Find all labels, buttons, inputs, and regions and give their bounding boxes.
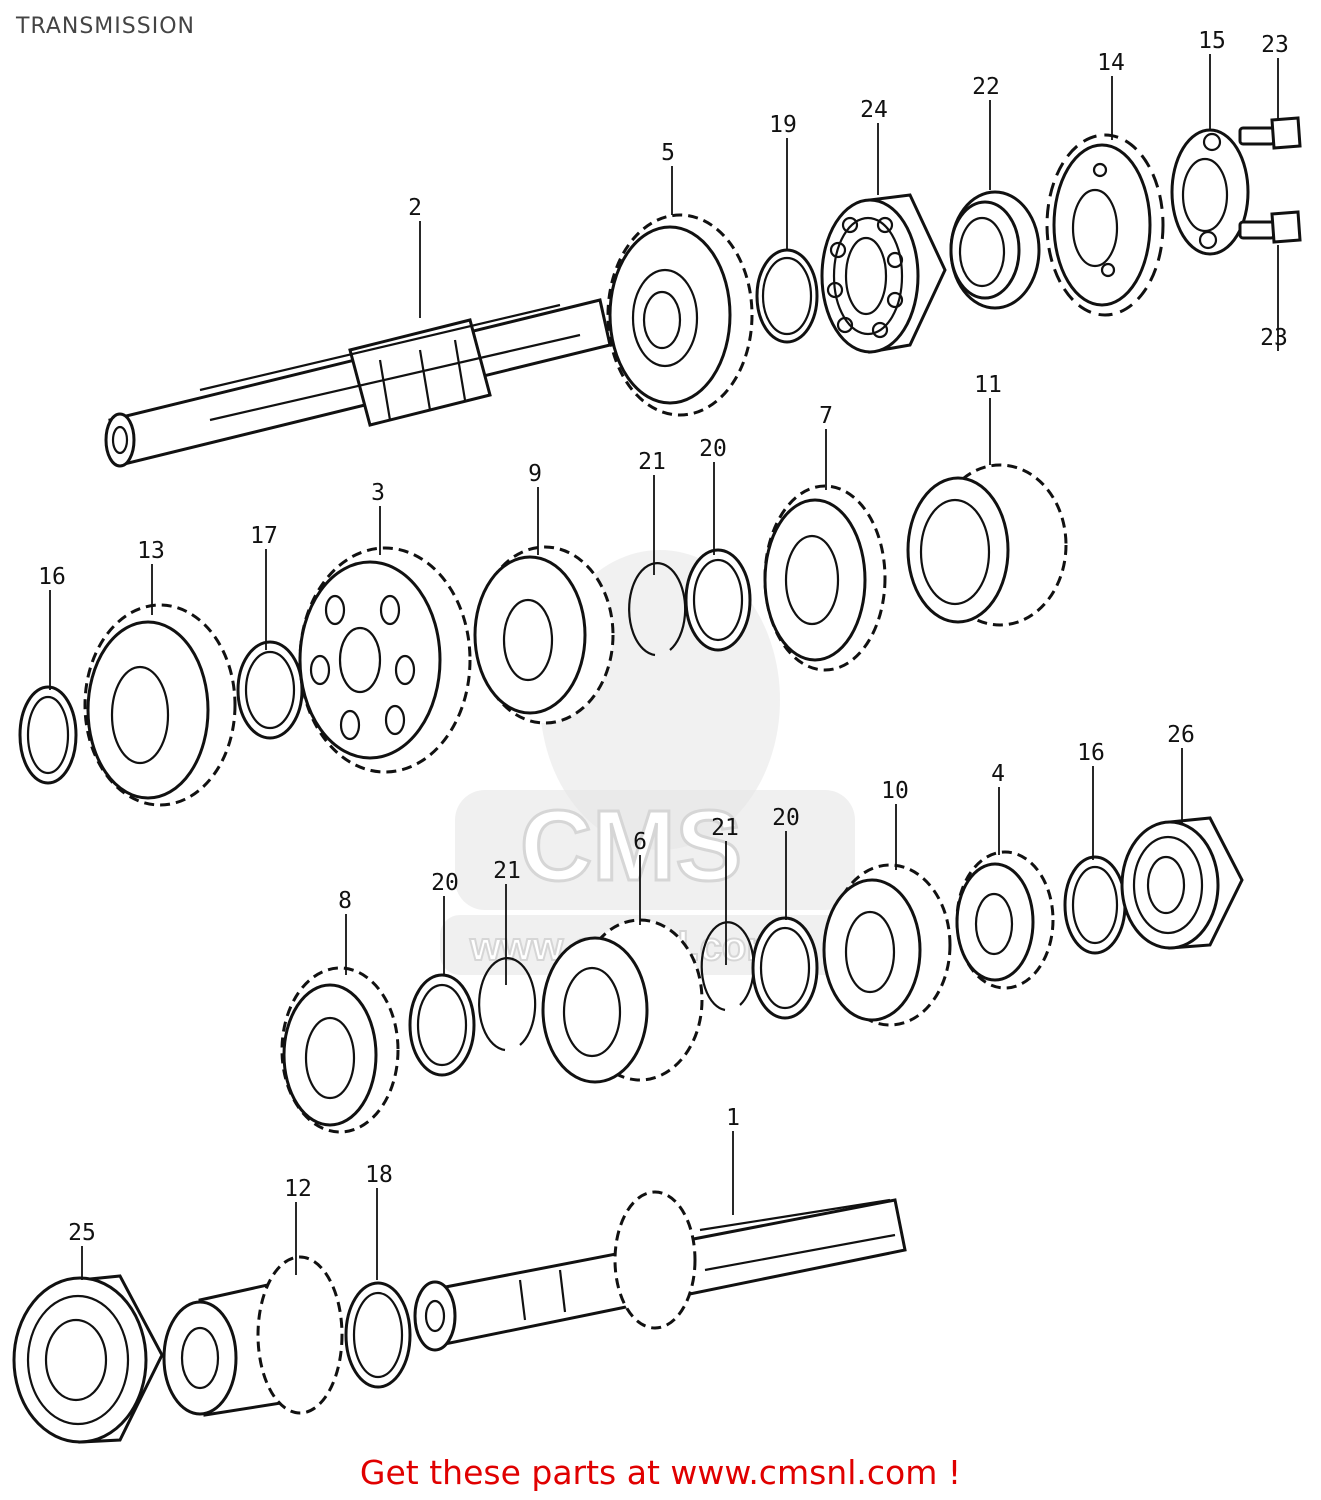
part-number-p23a: 23 — [1261, 32, 1289, 58]
part-number-p18: 18 — [365, 1162, 393, 1188]
footer-cta[interactable]: Get these parts at www.cmsnl.com ! — [359, 1453, 962, 1492]
part-number-p20b: 20 — [431, 870, 459, 896]
part-25-bearing[interactable] — [12, 1274, 164, 1444]
part-number-p6: 6 — [633, 829, 647, 855]
part-26-bearing[interactable] — [1120, 816, 1244, 950]
part-number-p21a: 21 — [638, 449, 666, 475]
part-number-p11: 11 — [974, 372, 1002, 398]
part-number-p20a: 20 — [699, 436, 727, 462]
part-number-p24: 24 — [860, 97, 888, 123]
part-22-seal[interactable] — [949, 190, 1041, 310]
part-number-p25: 25 — [68, 1220, 96, 1246]
part-15-lock-plate[interactable] — [1170, 128, 1250, 256]
part-18-washer[interactable] — [344, 1281, 412, 1389]
part-number-p7: 7 — [819, 403, 833, 429]
part-21-circlip-a[interactable] — [628, 562, 687, 657]
part-number-p17: 17 — [250, 523, 278, 549]
part-number-p21b: 21 — [493, 858, 521, 884]
part-12-gear[interactable] — [162, 1255, 344, 1417]
part-17-washer[interactable] — [236, 640, 304, 740]
part-7-gear[interactable] — [763, 484, 887, 672]
part-number-p20c: 20 — [772, 805, 800, 831]
part-number-p14: 14 — [1097, 50, 1125, 76]
part-number-p9: 9 — [528, 461, 542, 487]
part-20-washer-a[interactable] — [684, 548, 752, 652]
part-number-p3: 3 — [371, 480, 385, 506]
part-1-mainshaft[interactable] — [413, 1190, 907, 1352]
part-number-p16b: 16 — [1077, 740, 1105, 766]
part-13-gear[interactable] — [83, 603, 237, 807]
part-5-gear[interactable] — [606, 213, 754, 417]
part-16-washer-a[interactable] — [18, 685, 78, 785]
watermark-text: CMS — [520, 790, 742, 902]
part-number-p22: 22 — [972, 74, 1000, 100]
part-number-p16a: 16 — [38, 564, 66, 590]
part-number-p12: 12 — [284, 1176, 312, 1202]
part-16-washer-b[interactable] — [1063, 855, 1127, 955]
part-21-circlip-b[interactable] — [478, 957, 537, 1052]
part-20-washer-c[interactable] — [751, 916, 819, 1020]
part-number-p4: 4 — [991, 761, 1005, 787]
part-number-p23b: 23 — [1260, 325, 1288, 351]
part-10-gear[interactable] — [822, 863, 952, 1027]
part-23-bolt-upper[interactable] — [1238, 116, 1302, 150]
part-3-gear[interactable] — [298, 546, 472, 774]
part-2-countershaft[interactable] — [104, 298, 612, 468]
part-9-gear[interactable] — [473, 545, 615, 725]
part-11-gear[interactable] — [906, 463, 1068, 627]
part-number-p15: 15 — [1198, 28, 1226, 54]
transmission-exploded-diagram: CMS www.cmsnl.com — [12, 28, 1302, 1444]
part-number-p10: 10 — [881, 778, 909, 804]
part-number-p26: 26 — [1167, 722, 1195, 748]
part-number-p8: 8 — [338, 888, 352, 914]
part-4-gear[interactable] — [955, 850, 1055, 990]
part-number-p5: 5 — [661, 140, 675, 166]
part-24-bearing[interactable] — [820, 193, 947, 354]
part-8-gear[interactable] — [280, 966, 400, 1134]
part-number-p19: 19 — [769, 112, 797, 138]
part-23-bolt-lower[interactable] — [1238, 210, 1302, 244]
part-19-washer[interactable] — [755, 248, 819, 344]
part-20-washer-b[interactable] — [408, 973, 476, 1077]
diagram-title: TRANSMISSION — [16, 14, 195, 39]
part-number-p13: 13 — [137, 538, 165, 564]
part-number-p21c: 21 — [711, 815, 739, 841]
part-number-p1: 1 — [726, 1105, 740, 1131]
part-number-p2: 2 — [408, 195, 422, 221]
part-6-gear[interactable] — [541, 918, 704, 1084]
part-14-sprocket[interactable] — [1045, 133, 1165, 317]
